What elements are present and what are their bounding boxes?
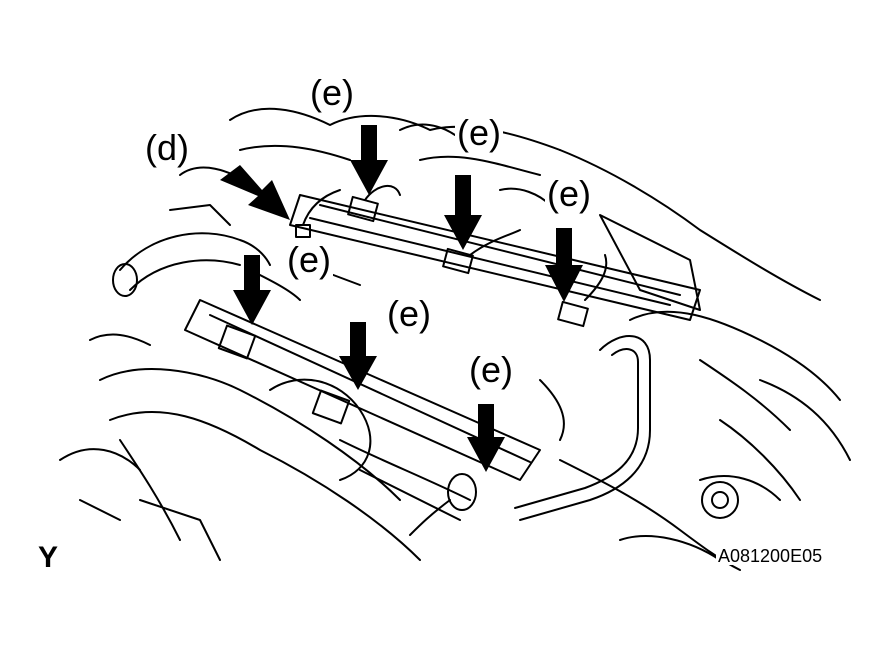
- arrow-down-icon: [444, 175, 482, 250]
- figure-id: A081200E05: [716, 546, 825, 566]
- view-label: Y: [36, 541, 61, 574]
- callout-e-3: (e): [545, 173, 593, 214]
- pointer-arrows: [220, 125, 583, 472]
- arrow-down-icon: [220, 165, 290, 220]
- engine-outline: [59, 107, 851, 571]
- arrow-down-icon: [467, 404, 505, 472]
- arrow-down-icon: [350, 125, 388, 195]
- callout-d: (d): [143, 127, 191, 168]
- arrow-down-icon: [233, 255, 271, 325]
- callout-e-1: (e): [308, 72, 356, 113]
- arrow-down-icon: [545, 228, 583, 302]
- arrow-down-icon: [339, 322, 377, 390]
- callout-e-4: (e): [285, 239, 333, 280]
- callout-e-6: (e): [467, 349, 515, 390]
- callout-e-2: (e): [455, 112, 503, 153]
- callout-e-5: (e): [385, 293, 433, 334]
